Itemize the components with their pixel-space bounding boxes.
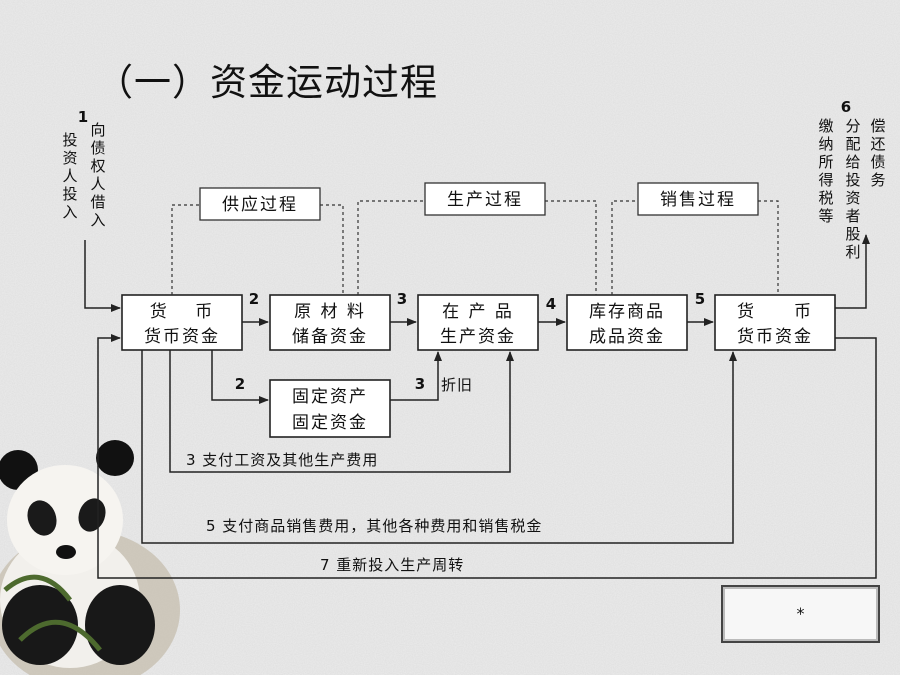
box-raw-material: 原 材 料 储备资金 (269, 294, 391, 351)
page-title: （一）资金运动过程 (96, 61, 438, 104)
box-inventory: 库存商品 成品资金 (566, 294, 688, 351)
process-sales-label: 销售过程 (660, 190, 736, 210)
box-wip-line2: 生产资金 (440, 327, 516, 347)
box-money-2-line1: 货 币 (737, 302, 813, 322)
footer-mark-box: * (721, 585, 880, 643)
svg-text:偿: 偿 (870, 117, 885, 135)
svg-text:权: 权 (90, 157, 105, 175)
step-2b: 2 (235, 375, 245, 393)
footer-mark: * (796, 604, 805, 623)
svg-text:等: 等 (818, 207, 833, 225)
process-production-label: 生产过程 (447, 190, 523, 210)
svg-text:分: 分 (845, 117, 860, 135)
box-money-2-line2: 货币资金 (737, 327, 813, 347)
step-3b: 3 (415, 375, 425, 393)
label-sales-expense: 5 支付商品销售费用，其他各种费用和销售税金 (206, 517, 542, 535)
svg-text:资: 资 (845, 189, 860, 207)
svg-text:税: 税 (818, 189, 833, 207)
svg-text:股: 股 (845, 225, 860, 243)
box-inventory-line2: 成品资金 (589, 327, 665, 347)
svg-text:投: 投 (845, 171, 860, 189)
svg-text:资: 资 (62, 149, 77, 167)
svg-text:入: 入 (62, 203, 77, 221)
output-label-debt: 偿 还 债 务 (870, 117, 885, 189)
step-6: 6 (841, 98, 851, 116)
box-raw-material-line2: 储备资金 (292, 327, 368, 347)
label-depreciation: 折旧 (441, 376, 473, 394)
box-money-1-line1: 货 币 (150, 302, 214, 322)
process-sales: 销售过程 (637, 182, 759, 216)
step-3a: 3 (397, 290, 407, 308)
flow-arrows (84, 234, 877, 579)
box-fixed-line2: 固定资金 (292, 413, 368, 433)
output-label-dividend: 分 配 给 投 资 者 股 利 (845, 117, 860, 261)
box-work-in-progress: 在 产 品 生产资金 (417, 294, 539, 351)
svg-text:投: 投 (62, 185, 77, 203)
svg-text:给: 给 (845, 153, 860, 171)
svg-text:投: 投 (62, 131, 77, 149)
svg-text:务: 务 (870, 171, 885, 189)
process-supply-label: 供应过程 (222, 195, 298, 215)
svg-text:还: 还 (870, 135, 885, 153)
svg-text:借: 借 (90, 193, 105, 211)
label-reinvest: 7 重新投入生产周转 (320, 556, 464, 574)
process-production: 生产过程 (424, 182, 546, 216)
svg-text:所: 所 (818, 153, 833, 171)
label-wages: 3 支付工资及其他生产费用 (186, 451, 378, 469)
box-raw-material-line1: 原 材 料 (294, 302, 366, 322)
svg-text:配: 配 (845, 135, 860, 153)
svg-text:入: 入 (90, 211, 105, 229)
box-money-1: 货 币 货币资金 (121, 294, 243, 351)
svg-text:利: 利 (845, 243, 860, 261)
box-money-1-line2: 货币资金 (144, 327, 220, 347)
svg-text:债: 债 (870, 153, 885, 171)
input-label-investor: 投 资 人 投 入 (62, 131, 77, 221)
input-label-creditor: 向 债 权 人 借 入 (90, 121, 105, 229)
dashed-connectors (171, 200, 779, 295)
svg-text:纳: 纳 (818, 135, 833, 153)
svg-text:人: 人 (62, 167, 77, 185)
svg-text:缴: 缴 (818, 117, 833, 135)
box-inventory-line1: 库存商品 (589, 302, 665, 322)
panda-illustration (0, 440, 180, 675)
svg-text:人: 人 (90, 175, 105, 193)
output-label-tax: 缴 纳 所 得 税 等 (818, 117, 833, 225)
step-2a: 2 (249, 290, 259, 308)
process-supply: 供应过程 (199, 187, 321, 221)
step-1: 1 (78, 108, 88, 126)
svg-text:得: 得 (818, 171, 833, 189)
box-money-2: 货 币 货币资金 (714, 294, 836, 351)
step-4: 4 (546, 295, 556, 313)
svg-text:债: 债 (90, 139, 105, 157)
box-fixed-line1: 固定资产 (292, 387, 368, 407)
step-5: 5 (695, 290, 705, 308)
svg-text:向: 向 (90, 121, 105, 139)
box-fixed-assets: 固定资产 固定资金 (269, 379, 391, 438)
box-wip-line1: 在 产 品 (442, 302, 514, 322)
svg-text:者: 者 (845, 207, 860, 225)
